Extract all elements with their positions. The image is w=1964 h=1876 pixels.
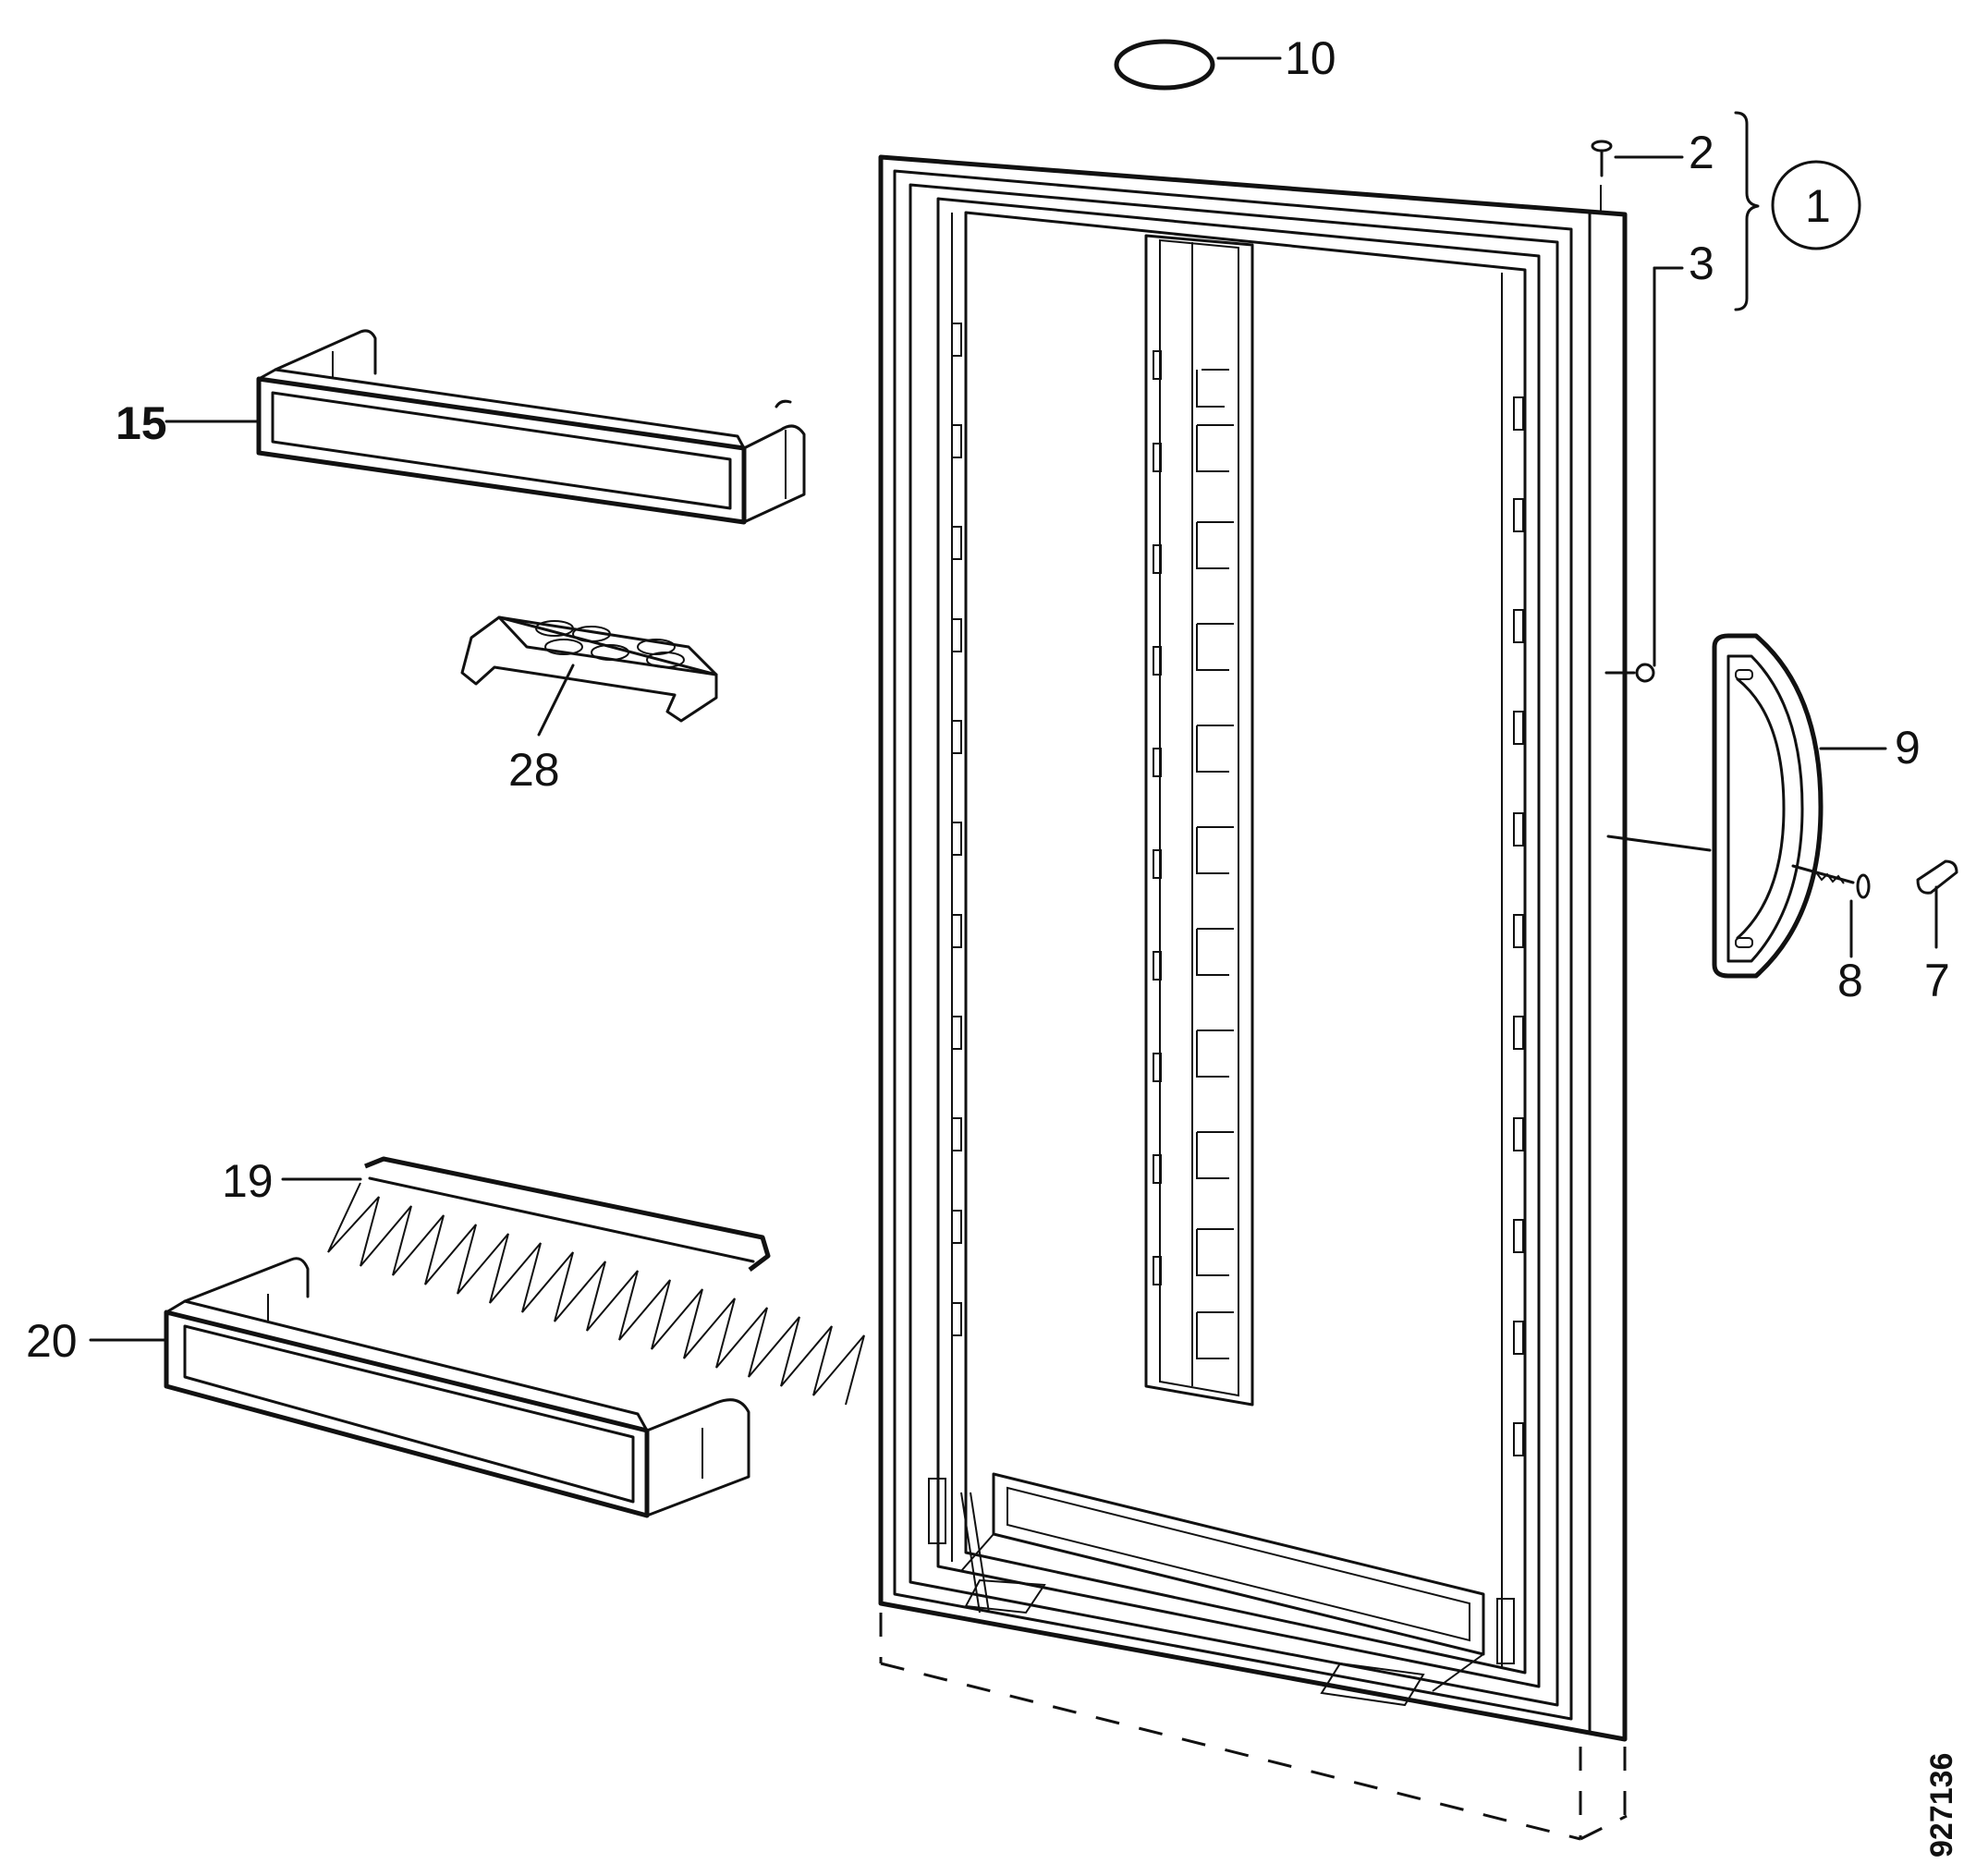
callout-1: 1: [1805, 180, 1831, 232]
callout-7: 7: [1924, 955, 1950, 1006]
part-2-screw: [1591, 140, 1684, 177]
part-7-cap: [1916, 859, 1958, 949]
part-20-shelf: [89, 1257, 750, 1518]
callout-15: 15: [116, 397, 167, 449]
callout-8: 8: [1837, 955, 1863, 1006]
callout-28: 28: [508, 744, 560, 796]
callout-3: 3: [1689, 238, 1714, 289]
drawing-number: 927136: [1924, 1753, 1959, 1858]
part-8-screw: [1791, 864, 1871, 958]
callout-2: 2: [1689, 127, 1714, 178]
part-15-shelf: [165, 329, 806, 525]
part-10-ring: [1114, 39, 1282, 91]
callout-19: 19: [222, 1155, 274, 1207]
part-3-pin: [1604, 266, 1684, 683]
part-19-retainer: [281, 1156, 865, 1406]
door-frame: [878, 154, 1628, 1841]
callout-10: 10: [1285, 32, 1336, 84]
part-9-handle: [1606, 633, 1887, 979]
callout-9: 9: [1895, 722, 1921, 774]
callout-20: 20: [26, 1315, 78, 1367]
assembly-bracket: [1734, 111, 1861, 311]
part-28-egg-tray: [460, 615, 718, 737]
